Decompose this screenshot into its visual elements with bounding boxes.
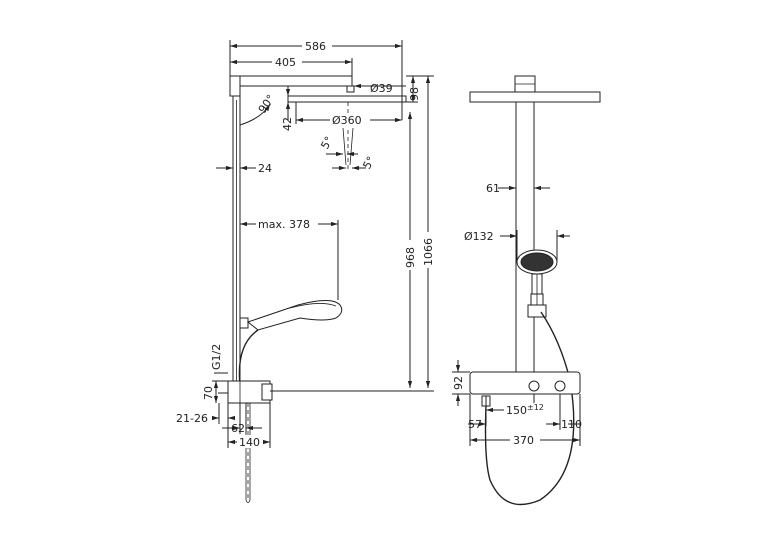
hand-shower-side [246,300,343,331]
dim-body-depth: 62 [231,422,245,435]
dim-thermostat-width: 370 [513,434,534,447]
riser-front [515,101,535,373]
dim-spray-right: 5° [360,154,378,171]
rain-head-front [469,91,601,103]
dim-centers-tolerance: ±12 [527,403,544,412]
dim-total-height: 1066 [422,238,435,266]
dim-thermostat-height: 92 [452,376,465,390]
shower-arm [229,75,353,97]
right-knob [554,380,566,392]
dim-pipe-offset: 24 [258,162,272,175]
dim-right-offset: 110 [561,418,582,431]
dim-left-offset: 57 [468,418,482,431]
dim-total-width: 586 [305,40,326,53]
head-connector [346,85,355,93]
hose-side [238,329,259,386]
dim-projection: 140 [239,436,260,449]
front-view: 61 Ø132 92 150±12 57 110 370 [452,75,601,506]
dim-head-thread: Ø39 [370,82,393,95]
dim-wall-distance: 21-26 [176,412,208,425]
dim-angle: 90° [256,92,278,115]
dim-pipe-width: 61 [486,182,500,195]
side-view: 586 405 Ø39 98 90° 42 Ø360 5° 5° [176,39,435,503]
hose-front [484,311,575,506]
dim-hand-shower-diameter: Ø132 [464,230,494,243]
dim-connection-height: 70 [202,386,215,400]
dim-arm-length: 405 [275,56,296,69]
thermostat-front [469,371,581,395]
dim-spray-left: 5° [318,134,336,151]
dim-head-height: 98 [408,87,421,101]
dim-connection: G1/2 [210,344,223,370]
left-knob [528,380,540,392]
dim-riser-length: 968 [404,247,417,268]
rain-head [287,95,407,103]
dim-head-diameter: Ø360 [332,114,362,127]
dim-hose-reach: max. 378 [258,218,310,231]
hose-bracket [239,317,249,329]
dim-drop: 42 [281,117,294,131]
dim-centers: 150±12 [506,403,544,417]
